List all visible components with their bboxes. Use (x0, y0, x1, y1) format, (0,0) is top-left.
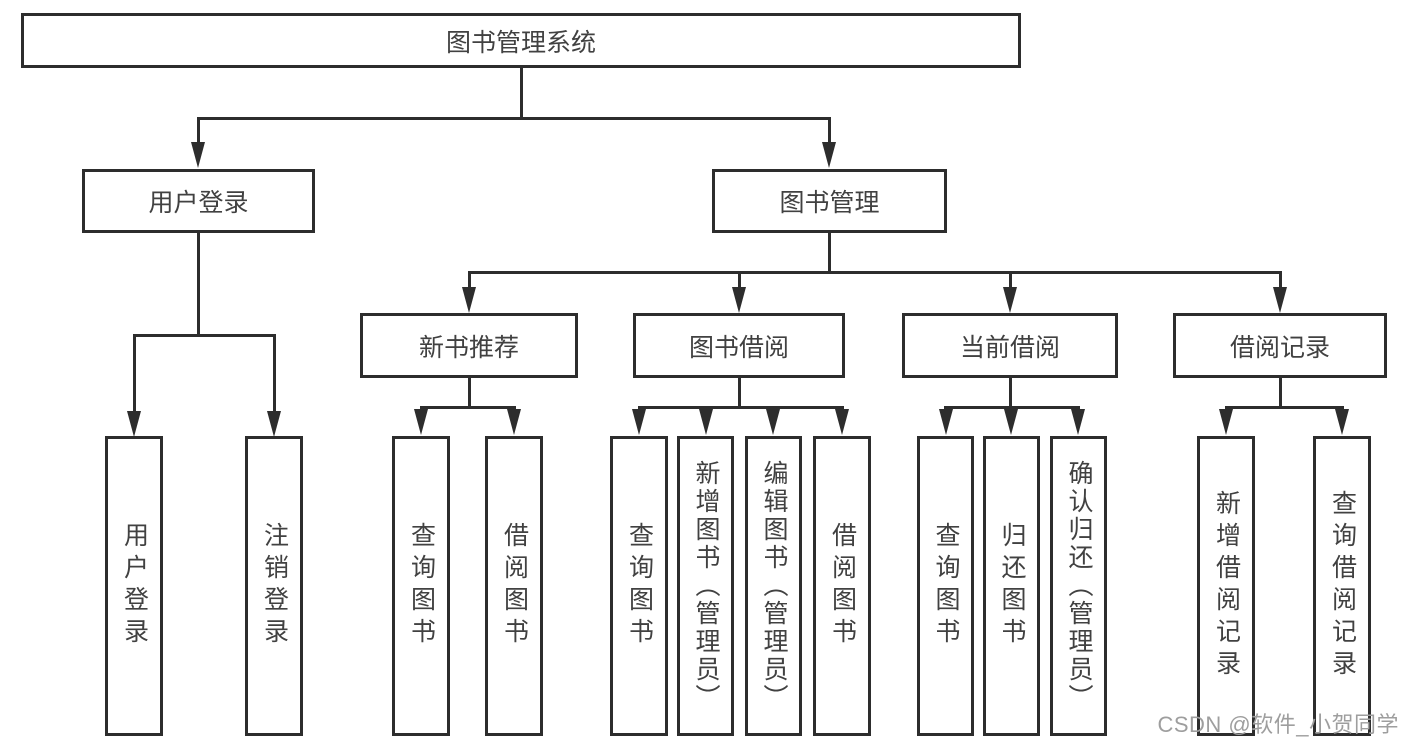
arrow-down-icon (1003, 287, 1017, 313)
arrow-down-icon (267, 411, 281, 437)
node-current-borrowing: 当前借阅 (902, 313, 1118, 378)
node-label: 查询图书 (932, 522, 960, 650)
arrow-down-icon (1071, 409, 1085, 435)
arrow-down-icon (1004, 409, 1018, 435)
node-user-login-group: 用户登录 (82, 169, 315, 233)
node-borrow-books-recommend: 借阅图书 (485, 436, 543, 736)
connector-user-login-riser (197, 233, 200, 336)
node-library-management-system: 图书管理系统 (21, 13, 1021, 68)
node-label: 确认归还（管理员） (1065, 460, 1093, 712)
node-label: 用户登录 (120, 522, 149, 650)
node-label: 归还图书 (998, 522, 1026, 650)
connector-stem (828, 117, 831, 143)
node-query-books-recommend: 查询图书 (392, 436, 450, 736)
node-label: 图书管理 (779, 189, 880, 217)
arrow-down-icon (699, 409, 713, 435)
connector-stem (738, 271, 741, 288)
connector-stem (468, 271, 471, 288)
node-label: 注销登录 (260, 522, 289, 650)
arrow-down-icon (191, 142, 205, 168)
connector-root-riser (520, 68, 523, 118)
connector-stem (1009, 271, 1012, 288)
connector-stem (197, 117, 200, 143)
node-label: 当前借阅 (959, 333, 1060, 362)
node-label: 查询图书 (407, 522, 436, 650)
node-add-borrowing-record: 新增借阅记录 (1197, 436, 1255, 736)
connector-borrowing-riser (738, 378, 741, 408)
node-label: 用户登录 (148, 189, 249, 217)
node-user-login: 用户登录 (105, 436, 163, 736)
node-borrowing-records: 借阅记录 (1173, 313, 1387, 378)
connector-current-riser (1009, 378, 1012, 408)
connector-records-riser (1279, 378, 1282, 408)
connector-recommend-riser (468, 378, 471, 408)
connector-records-hline (1225, 406, 1344, 409)
connector-root-hline (197, 117, 831, 120)
arrow-down-icon (939, 409, 953, 435)
node-borrow-books-borrowing: 借阅图书 (813, 436, 871, 736)
node-book-management: 图书管理 (712, 169, 947, 233)
node-add-books-admin: 新增图书（管理员） (677, 436, 734, 736)
node-logout-login: 注销登录 (245, 436, 303, 736)
csdn-watermark: CSDN @软件_小贺同学 (1157, 712, 1399, 737)
node-label: 借阅图书 (828, 522, 857, 650)
node-new-book-recommendation: 新书推荐 (360, 313, 578, 378)
node-query-borrowing-record: 查询借阅记录 (1313, 436, 1371, 736)
node-label: 新增借阅记录 (1212, 490, 1241, 682)
connector-stem (273, 334, 276, 412)
arrow-down-icon (766, 409, 780, 435)
arrow-down-icon (632, 409, 646, 435)
node-label: 查询图书 (625, 522, 654, 650)
arrow-down-icon (822, 142, 836, 168)
node-edit-books-admin: 编辑图书（管理员） (745, 436, 802, 736)
node-label: 编辑图书（管理员） (760, 460, 788, 712)
arrow-down-icon (835, 409, 849, 435)
connector-borrowing-hline (638, 406, 844, 409)
node-label: 查询借阅记录 (1328, 490, 1357, 682)
node-label: 借阅图书 (500, 522, 529, 650)
node-book-borrowing: 图书借阅 (633, 313, 845, 378)
node-query-books-current: 查询图书 (917, 436, 974, 736)
node-confirm-return-admin: 确认归还（管理员） (1050, 436, 1107, 736)
node-label: 新增图书（管理员） (692, 460, 720, 712)
node-query-books-borrowing: 查询图书 (610, 436, 668, 736)
connector-current-hline (944, 406, 1080, 409)
node-label: 图书借阅 (688, 333, 789, 362)
connector-book-mgmt-riser (828, 233, 831, 274)
arrow-down-icon (414, 409, 428, 435)
connector-recommend-hline (420, 406, 516, 409)
arrow-down-icon (1335, 409, 1349, 435)
connector-book-mgmt-hline (468, 271, 1282, 274)
arrow-down-icon (507, 409, 521, 435)
arrow-down-icon (1219, 409, 1233, 435)
connector-stem (133, 334, 136, 412)
connector-user-login-hline (133, 334, 276, 337)
node-return-books: 归还图书 (983, 436, 1040, 736)
connector-stem (1279, 271, 1282, 288)
arrow-down-icon (732, 287, 746, 313)
node-label: 图书管理系统 (445, 28, 596, 57)
arrow-down-icon (1273, 287, 1287, 313)
node-label: 新书推荐 (418, 333, 519, 362)
arrow-down-icon (462, 287, 476, 313)
node-label: 借阅记录 (1229, 333, 1330, 362)
arrow-down-icon (127, 411, 141, 437)
